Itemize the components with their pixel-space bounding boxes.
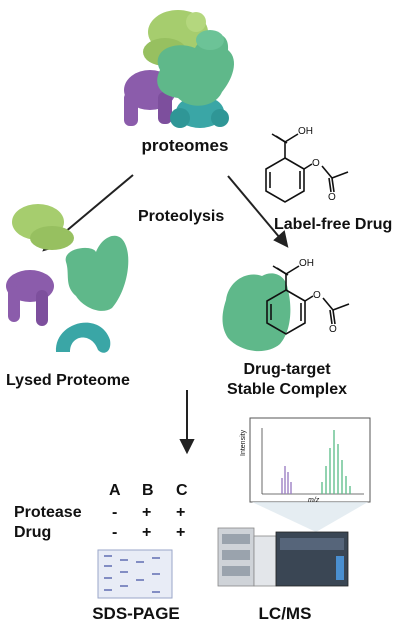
proteolysis-label: Proteolysis [138, 208, 225, 225]
complex-green-protein [222, 273, 291, 352]
spectrum-ylabel: Intensity [240, 429, 247, 456]
proteomes-label: proteomes [141, 136, 229, 155]
lysed-purple-fragment [6, 270, 54, 326]
spectrum-xlabel: m/z [308, 497, 320, 504]
lysed-teal-fragment [55, 322, 111, 353]
sds-page-label: SDS-PAGE [92, 604, 180, 623]
arrow-down [179, 390, 195, 455]
teal-protein [170, 96, 229, 128]
mass-spectrum-panel [249, 417, 371, 503]
lcms-label: LC/MS [258, 604, 312, 623]
lysed-green-fragment [65, 235, 129, 311]
drug-target-line1: Drug-target [243, 361, 331, 378]
aspirin-ester-o-label: O [312, 158, 320, 169]
lysed-proteome-label: Lysed Proteome [6, 372, 130, 389]
complex-carbonyl-o-label: O [329, 324, 337, 335]
lcms-instrument [217, 527, 349, 587]
lysed-light-green-fragment [12, 204, 74, 250]
aspirin-oh-label: OH [298, 126, 313, 137]
green-protein [157, 30, 235, 106]
complex-oh-label: OH [299, 258, 314, 269]
aspirin-carbonyl-o-label: O [328, 192, 336, 203]
arrow-to-complex [227, 175, 289, 248]
projection-cone [252, 502, 368, 532]
label-free-drug-label: Label-free Drug [274, 216, 393, 233]
drug-target-complex-label: Drug-target Stable Complex [212, 360, 362, 400]
complex-aspirin-molecule [266, 265, 350, 335]
aspirin-molecule [265, 133, 349, 203]
drug-target-line2: Stable Complex [226, 381, 348, 398]
sds-page-gel [97, 549, 173, 599]
complex-ester-o-label: O [313, 290, 321, 301]
